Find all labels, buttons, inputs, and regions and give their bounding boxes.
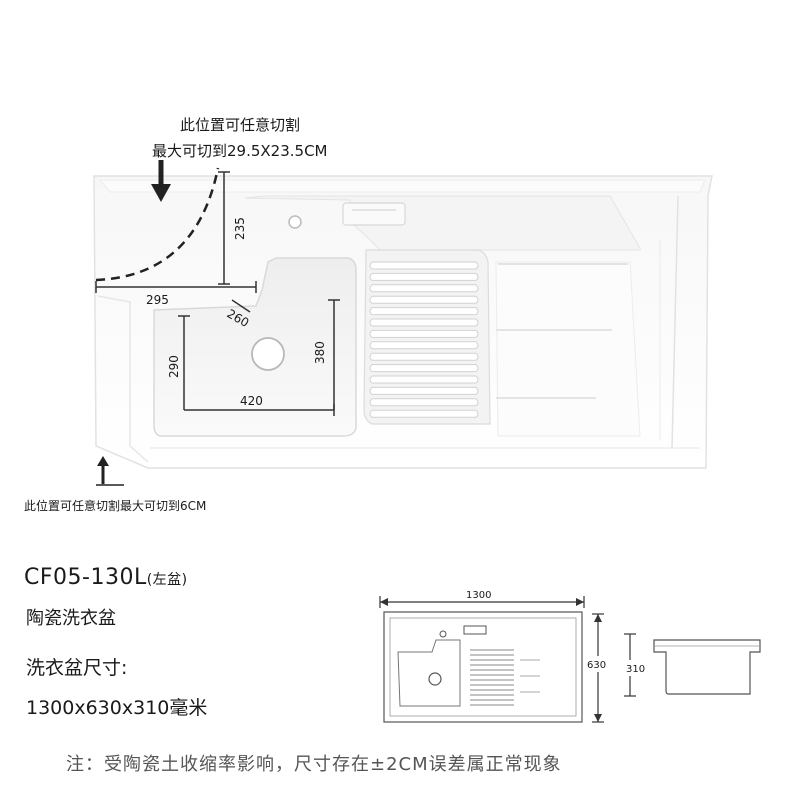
cut-note-bottom: 此位置可任意切割最大可切到6CM — [24, 499, 207, 513]
side-view-drawing — [624, 633, 761, 697]
washboard-ridge — [369, 398, 479, 407]
dim-420: 420 — [240, 394, 263, 408]
model-code: CF05-130L — [24, 565, 147, 590]
drain-icon — [251, 337, 285, 371]
arrow-up-icon — [96, 456, 124, 486]
dim-380: 380 — [313, 341, 327, 364]
soap-deck — [244, 195, 641, 251]
washboard-ridge — [369, 341, 479, 350]
washboard-ridge — [369, 284, 479, 293]
washboard-ridge — [369, 352, 479, 361]
main-basin — [153, 257, 357, 437]
washboard-ridge — [369, 364, 479, 373]
model-number: CF05-130L(左盆) — [24, 567, 188, 589]
drawing-height: 310 — [626, 664, 645, 675]
drawing-width: 1300 — [466, 590, 491, 601]
washboard-ridge — [369, 272, 479, 281]
drawing-depth: 630 — [587, 660, 606, 671]
faucet-hole — [288, 215, 302, 229]
cut-note-line2: 最大可切到29.5X23.5CM — [152, 142, 328, 160]
overflow-slot — [342, 202, 406, 226]
cut-note-line1: 此位置可任意切割 — [180, 116, 301, 134]
washboard-ridge — [369, 318, 479, 327]
washboard-ridge — [369, 375, 479, 384]
washboard-ridge — [369, 307, 479, 316]
dimension-lines — [95, 171, 340, 416]
washboard-ridge — [369, 261, 479, 270]
cut-zone-marker — [95, 160, 220, 282]
top-view-drawing — [379, 596, 604, 723]
washboard-ridge — [369, 409, 479, 418]
disclaimer: 注：受陶瓷土收缩率影响，尺寸存在±2CM误差属正常现象 — [66, 754, 562, 775]
arrow-down-icon — [151, 184, 171, 202]
model-suffix: (左盆) — [146, 572, 188, 588]
washboard-ridge — [369, 329, 479, 338]
product-name: 陶瓷洗衣盆 — [26, 608, 116, 629]
dim-295: 295 — [146, 293, 169, 307]
size-value: 1300x630x310毫米 — [26, 697, 208, 719]
washboard-ridge — [369, 386, 479, 395]
washboard-ridge — [369, 295, 479, 304]
dim-235: 235 — [233, 217, 247, 240]
dim-290: 290 — [167, 355, 181, 378]
washboard — [363, 249, 641, 437]
size-label: 洗衣盆尺寸: — [26, 657, 128, 679]
